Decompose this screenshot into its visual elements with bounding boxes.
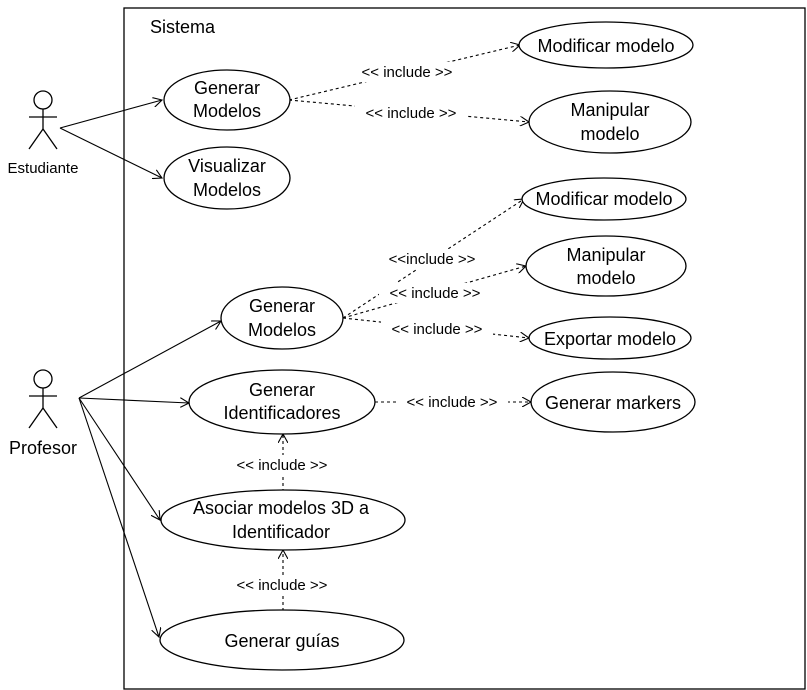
assoc-profesor-guias [78,397,159,637]
usecase-est-modificar-modelo: Modificar modelo [518,21,694,69]
svg-text:Manipular: Manipular [570,100,649,120]
include-prof-exportar [342,317,529,338]
svg-text:Asociar modelos 3D a: Asociar modelos 3D a [193,498,370,518]
assoc-profesor-generar-modelos [78,321,221,399]
svg-text:Generar: Generar [249,380,315,400]
actor-estudiante-label: Estudiante [8,160,79,177]
svg-text:Modelos: Modelos [193,101,261,121]
include-label-guias-asociar: << include >> [226,575,338,595]
include-label-ident-markers: << include >> [396,392,508,412]
svg-text:Modelos: Modelos [193,180,261,200]
include-label-est-modificar: << include >> [351,62,463,82]
include-label-est-manipular: << include >> [355,103,467,123]
svg-text:modelo: modelo [576,268,635,288]
svg-text:<< include >>: << include >> [392,321,483,338]
usecase-prof-modificar-modelo: Modificar modelo [521,177,687,221]
svg-text:Generar guías: Generar guías [224,631,339,651]
assoc-profesor-generar-identificadores [78,397,189,403]
assoc-estudiante-generar [59,100,162,129]
svg-text:Identificadores: Identificadores [223,403,340,423]
usecase-prof-generar-modelos: Generar Modelos [220,286,344,350]
actor-profesor: Profesor [9,369,77,458]
include-label-asociar-ident: << include >> [226,455,338,475]
include-label-prof-manipular: << include >> [379,283,491,303]
system-boundary [123,7,806,690]
svg-text:Visualizar: Visualizar [188,156,266,176]
svg-text:<< include >>: << include >> [237,577,328,594]
usecase-prof-generar-guias: Generar guías [159,609,405,671]
svg-text:Identificador: Identificador [232,522,330,542]
svg-text:Generar: Generar [249,296,315,316]
assoc-estudiante-visualizar [59,127,162,178]
svg-text:modelo: modelo [580,124,639,144]
svg-text:<<include >>: <<include >> [389,251,476,268]
svg-text:<< include >>: << include >> [366,105,457,122]
usecase-est-visualizar-modelos: Visualizar Modelos [163,146,291,210]
svg-text:Generar markers: Generar markers [545,393,681,413]
usecase-prof-exportar-modelo: Exportar modelo [528,316,692,360]
actor-profesor-label: Profesor [9,438,77,458]
usecase-prof-asociar-modelos: Asociar modelos 3D a Identificador [160,489,406,551]
usecase-est-generar-modelos: Generar Modelos [163,69,291,131]
include-prof-manipular [342,266,526,319]
usecase-est-manipular-modelo: Manipular modelo [528,90,692,154]
svg-text:<< include >>: << include >> [362,64,453,81]
usecase-prof-generar-markers: Generar markers [530,371,696,433]
svg-text:<< include >>: << include >> [390,285,481,302]
svg-text:Generar: Generar [194,78,260,98]
svg-text:Manipular: Manipular [566,245,645,265]
assoc-profesor-asociar [78,397,160,520]
svg-text:Exportar modelo: Exportar modelo [544,329,676,349]
system-title: Sistema [150,17,216,37]
usecase-prof-manipular-modelo: Manipular modelo [525,235,687,297]
svg-text:Modificar modelo: Modificar modelo [537,36,674,56]
actor-estudiante: Estudiante [8,90,79,177]
svg-text:<< include >>: << include >> [237,457,328,474]
svg-text:Modificar modelo: Modificar modelo [535,189,672,209]
usecase-prof-generar-identificadores: Generar Identificadores [188,369,376,435]
svg-text:<< include >>: << include >> [407,394,498,411]
svg-text:Modelos: Modelos [248,320,316,340]
include-label-prof-exportar: << include >> [381,319,493,339]
include-label-prof-modificar: <<include >> [378,249,486,269]
